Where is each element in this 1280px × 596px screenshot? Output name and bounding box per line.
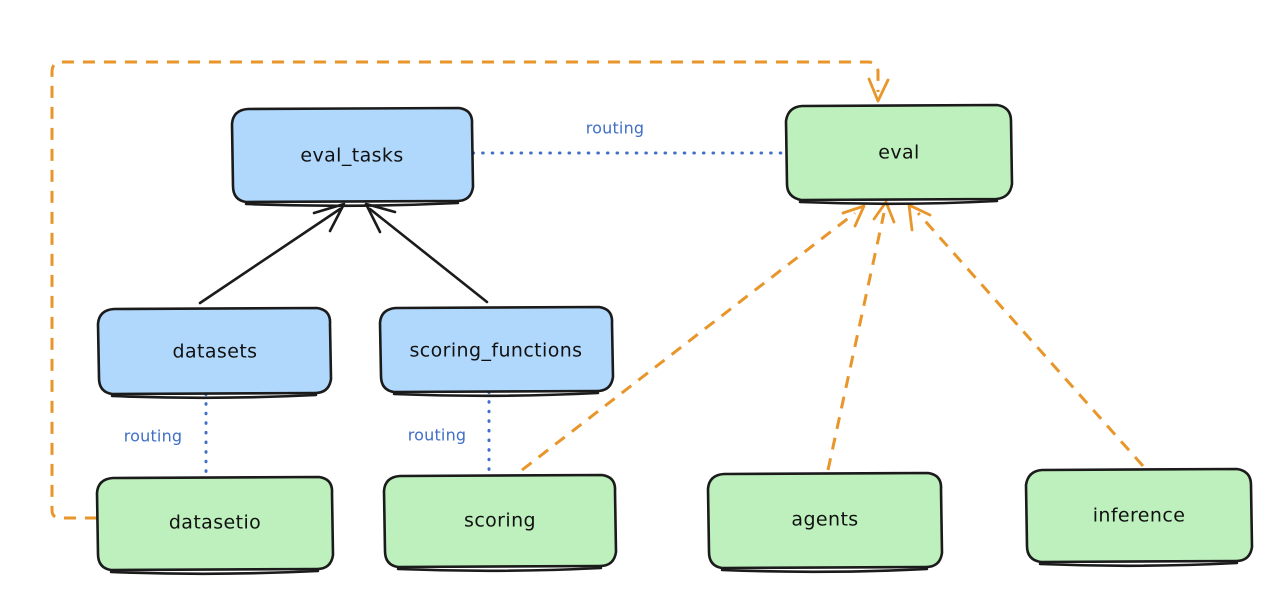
node-eval_tasks-label: eval_tasks bbox=[300, 145, 403, 167]
edge-label-routing-scoring_functions-scoring: routing bbox=[408, 426, 467, 445]
edge-scoring-to-eval bbox=[521, 204, 866, 472]
edge-label-routing-eval_tasks-eval: routing bbox=[586, 119, 645, 138]
node-datasetio-underline bbox=[109, 569, 320, 576]
edge-inference-to-eval-arrowhead bbox=[907, 203, 932, 232]
node-scoring_functions-underline bbox=[392, 391, 600, 398]
node-eval[interactable]: eval bbox=[784, 103, 1014, 206]
edge-agents-to-eval bbox=[826, 200, 896, 471]
node-datasets[interactable]: datasets bbox=[96, 306, 333, 400]
node-agents[interactable]: agents bbox=[706, 471, 944, 574]
node-datasets-label: datasets bbox=[173, 341, 258, 363]
node-eval_tasks[interactable]: eval_tasks bbox=[230, 106, 475, 208]
node-inference-underline bbox=[1038, 561, 1239, 568]
node-datasets-box[interactable] bbox=[96, 306, 333, 396]
node-inference-label: inference bbox=[1093, 505, 1186, 527]
node-eval_tasks-underline bbox=[244, 201, 460, 208]
edge-datasets-to-eval_tasks-arrowhead bbox=[312, 202, 346, 233]
edge-scoring_functions-to-eval_tasks-line bbox=[368, 207, 489, 304]
edge-scoring_functions-to-eval_tasks-arrowhead bbox=[364, 202, 397, 234]
node-datasets-underline bbox=[110, 393, 318, 400]
node-scoring_functions-label: scoring_functions bbox=[410, 340, 583, 362]
node-datasetio[interactable]: datasetio bbox=[95, 475, 335, 576]
node-agents-box[interactable] bbox=[706, 471, 944, 570]
node-scoring-underline bbox=[396, 566, 603, 573]
edge-scoring-to-eval-line bbox=[521, 211, 856, 472]
node-scoring_functions-box[interactable] bbox=[378, 305, 615, 394]
node-datasetio-box[interactable] bbox=[95, 475, 335, 572]
node-scoring-box[interactable] bbox=[382, 473, 618, 569]
edge-scoring-to-eval-arrowhead bbox=[841, 204, 866, 228]
edge-datasetio-to-eval-line bbox=[50, 60, 880, 520]
node-agents-underline bbox=[720, 567, 929, 574]
edge-inference-to-eval-line bbox=[916, 212, 1145, 467]
edge-label-layer: routing routing routing bbox=[124, 119, 645, 446]
node-scoring[interactable]: scoring bbox=[382, 473, 618, 573]
edge-agents-to-eval-arrowhead bbox=[872, 200, 896, 224]
edge-datasetio-to-eval-arrowhead bbox=[867, 77, 890, 103]
node-inference-box[interactable] bbox=[1024, 467, 1254, 564]
edge-datasetio-to-eval bbox=[50, 60, 890, 520]
node-scoring_functions[interactable]: scoring_functions bbox=[378, 305, 615, 398]
node-inference[interactable]: inference bbox=[1024, 467, 1254, 568]
node-eval-underline bbox=[798, 199, 999, 206]
edge-datasets-to-eval_tasks-line bbox=[198, 207, 342, 305]
node-layer: eval_tasks eval datasets scoring_functio… bbox=[95, 103, 1254, 576]
node-agents-label: agents bbox=[791, 509, 858, 531]
node-datasetio-label: datasetio bbox=[169, 512, 261, 534]
edge-scoring_functions-to-eval_tasks bbox=[364, 202, 489, 304]
edge-datasets-to-eval_tasks bbox=[198, 202, 346, 305]
edge-layer bbox=[50, 60, 1145, 520]
edge-inference-to-eval bbox=[907, 203, 1145, 467]
node-eval-label: eval bbox=[878, 142, 919, 164]
edge-agents-to-eval-line bbox=[826, 212, 886, 471]
node-eval-box[interactable] bbox=[784, 103, 1014, 202]
edge-label-routing-datasets-datasetio: routing bbox=[124, 427, 183, 446]
node-eval_tasks-box[interactable] bbox=[230, 106, 475, 204]
node-scoring-label: scoring bbox=[464, 510, 536, 532]
